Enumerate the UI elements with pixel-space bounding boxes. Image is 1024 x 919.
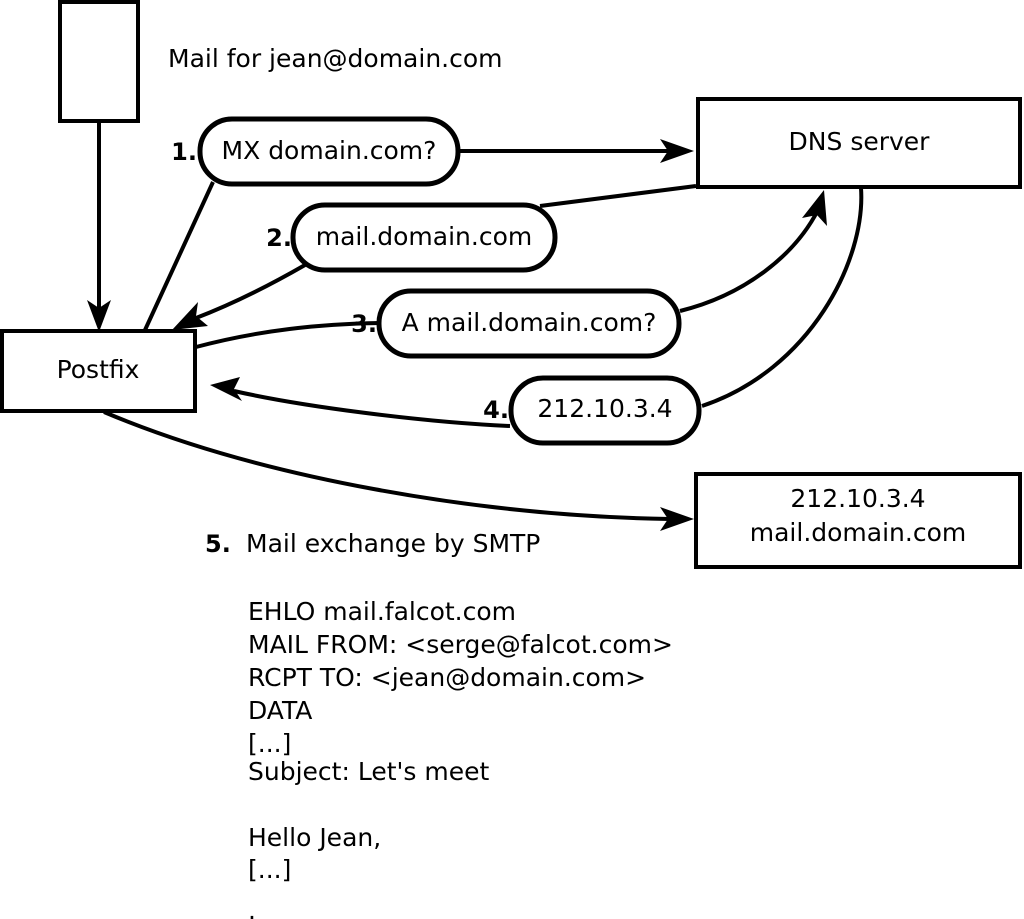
edge-client-to-postfix — [87, 122, 111, 332]
transcript-line: . — [248, 896, 256, 919]
transcript-line: Subject: Let's meet — [248, 757, 489, 786]
step-4-number: 4. — [483, 396, 509, 424]
smtp-transcript: EHLO mail.falcot.com MAIL FROM: <serge@f… — [248, 597, 673, 919]
edge-postfix-to-mailserver — [103, 410, 694, 531]
transcript-line: DATA — [248, 696, 312, 725]
edge-postfix-to-step1 — [143, 181, 215, 331]
postfix-node-label: Postfix — [57, 355, 140, 384]
step-3-label: A mail.domain.com? — [402, 308, 657, 337]
transcript-line: [...] — [248, 855, 291, 884]
mail-server-ip-label: 212.10.3.4 — [790, 484, 925, 513]
client-node — [58, 0, 140, 123]
step-3-number: 3. — [351, 310, 377, 338]
edge-step2-to-postfix — [172, 263, 306, 330]
step-1-number: 1. — [171, 138, 197, 166]
edge-step4-to-postfix — [210, 377, 511, 428]
step-4-bubble: 4. 212.10.3.4 — [483, 375, 702, 446]
transcript-line: MAIL FROM: <serge@falcot.com> — [248, 630, 673, 659]
step-2-label: mail.domain.com — [316, 222, 532, 251]
mail-server-node: 212.10.3.4 mail.domain.com — [694, 472, 1022, 569]
mail-server-host-label: mail.domain.com — [750, 518, 966, 547]
transcript-line: EHLO mail.falcot.com — [248, 597, 516, 626]
step-1-label: MX domain.com? — [222, 136, 437, 165]
page-title: Mail for jean@domain.com — [168, 44, 503, 73]
step-5-caption: 5. Mail exchange by SMTP — [205, 529, 540, 558]
dns-server-node-label: DNS server — [789, 127, 931, 156]
step-5-number: 5. — [205, 530, 231, 558]
edge-postfix-to-step3 — [195, 321, 381, 349]
edge-step1-to-dns — [458, 139, 694, 163]
edge-step3-to-dns — [679, 190, 827, 313]
transcript-line: [...] — [248, 729, 291, 758]
step-5-label: Mail exchange by SMTP — [246, 529, 540, 558]
step-1-bubble: 1. MX domain.com? — [171, 116, 461, 187]
dns-server-node: DNS server — [696, 97, 1022, 189]
transcript-line: RCPT TO: <jean@domain.com> — [248, 663, 646, 692]
edge-dns-to-step2 — [539, 184, 697, 208]
step-3-bubble: 3. A mail.domain.com? — [351, 288, 682, 359]
edge-dns-to-step4 — [701, 187, 864, 408]
step-4-label: 212.10.3.4 — [537, 394, 672, 423]
transcript-line: Hello Jean, — [248, 823, 381, 852]
step-2-number: 2. — [266, 224, 292, 252]
step-2-bubble: 2. mail.domain.com — [266, 202, 558, 273]
postfix-node: Postfix — [0, 329, 197, 413]
